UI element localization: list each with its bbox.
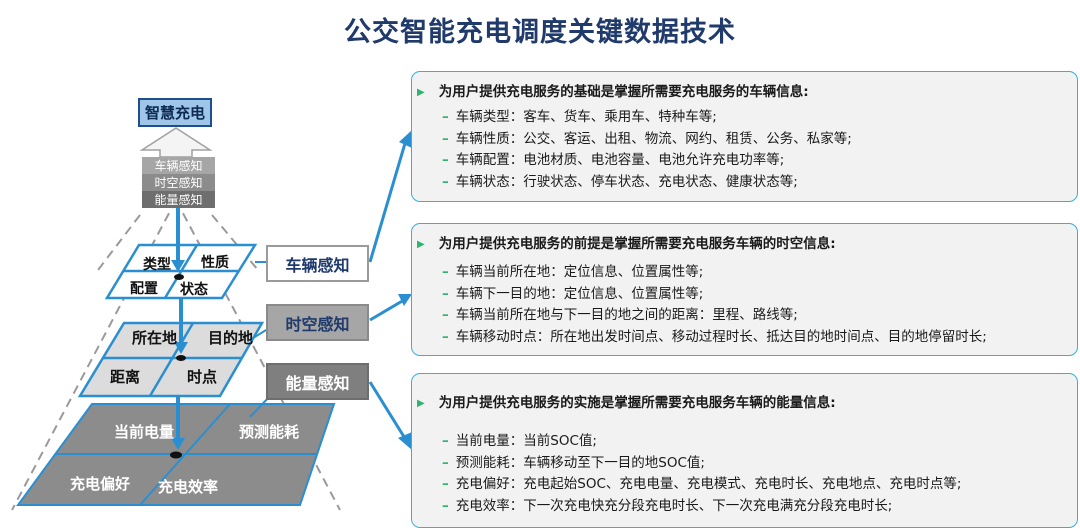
list-item: –车辆当前所在地与下一目的地之间的距离：里程、路线等; (442, 305, 987, 327)
pyramid-edge-left-outer (11, 199, 177, 511)
callout-arrowhead-3 (398, 432, 412, 450)
layer2-cell-location: 所在地 (132, 329, 178, 347)
panel-heading-text: 为用户提供充电服务的基础是掌握所需要充电服务的车辆信息: (438, 84, 809, 100)
label-spatiotemporal-perception: 时空感知 (266, 304, 369, 341)
dash-bullet-icon: – (442, 454, 449, 471)
layer2-cell-destination: 目的地 (208, 329, 254, 347)
dash-bullet-icon: – (442, 173, 449, 190)
info-panel-spatiotemporal: ▶为用户提供充电服务的前提是掌握所需要充电服务车辆的时空信息: –车辆当前所在地… (411, 223, 1078, 356)
layer3-cell-predicted-consumption: 预测能耗 (239, 423, 300, 441)
callout-arrowhead-2 (398, 294, 412, 306)
list-item-text: 充电效率：下一次充电快充分段充电时长、下一次充电满充分段充电时长; (455, 497, 893, 514)
list-item: –车辆状态：行驶状态、停车状态、充电状态、健康状态等; (442, 172, 852, 194)
list-item-text: 车辆当前所在地：定位信息、位置属性等; (455, 264, 704, 280)
layer1-center-dot (174, 274, 184, 280)
triangle-bullet-icon: ▶ (417, 87, 425, 98)
pyramid-edge-left-inner (97, 214, 141, 271)
up-arrow-outline (139, 127, 213, 158)
stack-vehicle-perception: 车辆感知 (142, 157, 215, 174)
smart-charging-box: 智慧充电 (138, 98, 212, 127)
list-item-text: 充电偏好：充电起始SOC、充电电量、充电模式、充电时长、充电地点、充电时点等; (455, 476, 962, 492)
layer1-cell-status: 状态 (180, 282, 208, 298)
layer1-cell-config: 配置 (130, 281, 158, 297)
dash-bullet-icon: – (442, 152, 449, 168)
layer3-cell-current-charge: 当前电量 (114, 423, 175, 441)
dash-bullet-icon: – (442, 109, 449, 125)
layer2-center-dot (176, 355, 186, 361)
panel-heading: ▶ 为用户提供充电服务的前提是掌握所需要充电服务车辆的时空信息: (417, 232, 836, 252)
list-item-text: 车辆下一目的地：定位信息、位置属性等; (455, 285, 704, 302)
list-item: –车辆性质：公交、客运、出租、物流、网约、租赁、公务、私家等; (442, 129, 852, 151)
center-arrow-head-3 (171, 438, 185, 450)
info-panel-vehicle: ▶为用户提供充电服务的基础是掌握所需要充电服务的车辆信息: –车辆类型：客车、货… (411, 71, 1078, 202)
layer2-cell-distance: 距离 (110, 368, 141, 386)
stack-spatiotemporal-perception: 时空感知 (142, 174, 215, 191)
callout-arrow-2 (369, 298, 405, 322)
info-panel-energy: ▶为用户提供充电服务的实施是掌握所需要充电服务车辆的能量信息: –当前电量：当前… (411, 373, 1078, 528)
panel-heading-text: 为用户提供充电服务的前提是掌握所需要充电服务车辆的时空信息: (438, 236, 836, 252)
layer3-divider-v (139, 403, 231, 506)
layer2-cell-time-point: 时点 (187, 368, 218, 386)
list-item-text: 车辆类型：客车、货车、乘用车、特种车等; (455, 109, 717, 125)
list-item-text: 车辆当前所在地与下一目的地之间的距离：里程、路线等; (455, 307, 798, 323)
layer1-cell-nature: 性质 (201, 255, 229, 271)
dash-bullet-icon: – (442, 285, 449, 302)
list-item: –车辆移动时点：所在地出发时间点、移动过程时长、抵达目的地时间点、目的地停留时长… (442, 327, 987, 349)
list-item: –车辆当前所在地：定位信息、位置属性等; (442, 262, 987, 284)
panel-lines: –当前电量：当前SOC值; –预测能耗：车辆移动至下一目的地SOC值; –充电偏… (442, 431, 961, 517)
label-vehicle-perception: 车辆感知 (266, 245, 369, 282)
dash-bullet-icon: – (442, 497, 449, 514)
layer3-cell-charging-efficiency: 充电效率 (158, 478, 219, 496)
list-item: –车辆配置：电池材质、电池容量、电池允许充电功率等; (442, 150, 852, 172)
list-item-text: 车辆移动时点：所在地出发时间点、移动过程时长、抵达目的地时间点、目的地停留时长; (455, 328, 987, 345)
list-item-text: 当前电量：当前SOC值; (455, 433, 597, 449)
list-item: –充电偏好：充电起始SOC、充电电量、充电模式、充电时长、充电地点、充电时点等; (442, 474, 961, 496)
layer1-cell-type: 类型 (143, 257, 171, 273)
layer3-center-dot (170, 451, 182, 459)
dash-bullet-icon: – (442, 264, 449, 280)
panel-heading: ▶ 为用户提供充电服务的实施是掌握所需要充电服务车辆的能量信息: (417, 391, 836, 411)
list-item: –车辆下一目的地：定位信息、位置属性等; (442, 284, 987, 306)
list-item: –当前电量：当前SOC值; (442, 431, 961, 453)
page-title: 公交智能充电调度关键数据技术 (344, 17, 736, 48)
dash-bullet-icon: – (442, 130, 449, 147)
panel-lines: –车辆类型：客车、货车、乘用车、特种车等; –车辆性质：公交、客运、出租、物流、… (442, 107, 852, 193)
list-item-text: 车辆状态：行驶状态、停车状态、充电状态、健康状态等; (455, 173, 798, 190)
panel-heading-text: 为用户提供充电服务的实施是掌握所需要充电服务车辆的能量信息: (438, 395, 836, 411)
panel-lines: –车辆当前所在地：定位信息、位置属性等; –车辆下一目的地：定位信息、位置属性等… (442, 262, 987, 348)
layer3-cell-charging-preference: 充电偏好 (70, 475, 131, 493)
list-item-text: 车辆配置：电池材质、电池容量、电池允许充电功率等; (455, 152, 785, 168)
label-energy-perception: 能量感知 (266, 363, 369, 400)
center-arrow-head-2 (174, 342, 188, 354)
triangle-bullet-icon: ▶ (417, 398, 425, 409)
callout-arrow-3 (368, 381, 408, 441)
list-item-text: 车辆性质：公交、客运、出租、物流、网约、租赁、公务、私家等; (455, 130, 852, 147)
layer2-divider-v (148, 322, 195, 397)
callout-arrowhead-1 (399, 130, 412, 148)
dash-bullet-icon: – (442, 328, 449, 345)
layer1-divider-v (163, 244, 199, 299)
stack-energy-perception: 能量感知 (142, 191, 215, 208)
center-arrow-head-1 (171, 260, 185, 272)
list-item: –车辆类型：客车、货车、乘用车、特种车等; (442, 107, 852, 129)
pyramid-edge-right-inner (211, 214, 259, 271)
callout-arrow-1 (368, 139, 408, 263)
dash-bullet-icon: – (442, 433, 449, 449)
dash-bullet-icon: – (442, 476, 449, 492)
list-item-text: 预测能耗：车辆移动至下一目的地SOC值; (455, 454, 705, 471)
list-item: –预测能耗：车辆移动至下一目的地SOC值; (442, 453, 961, 475)
panel-heading: ▶ 为用户提供充电服务的基础是掌握所需要充电服务的车辆信息: (417, 80, 809, 100)
dash-bullet-icon: – (442, 307, 449, 323)
list-item: –充电效率：下一次充电快充分段充电时长、下一次充电满充分段充电时长; (442, 496, 961, 518)
connector-line-2 (249, 329, 267, 341)
triangle-bullet-icon: ▶ (417, 239, 425, 250)
